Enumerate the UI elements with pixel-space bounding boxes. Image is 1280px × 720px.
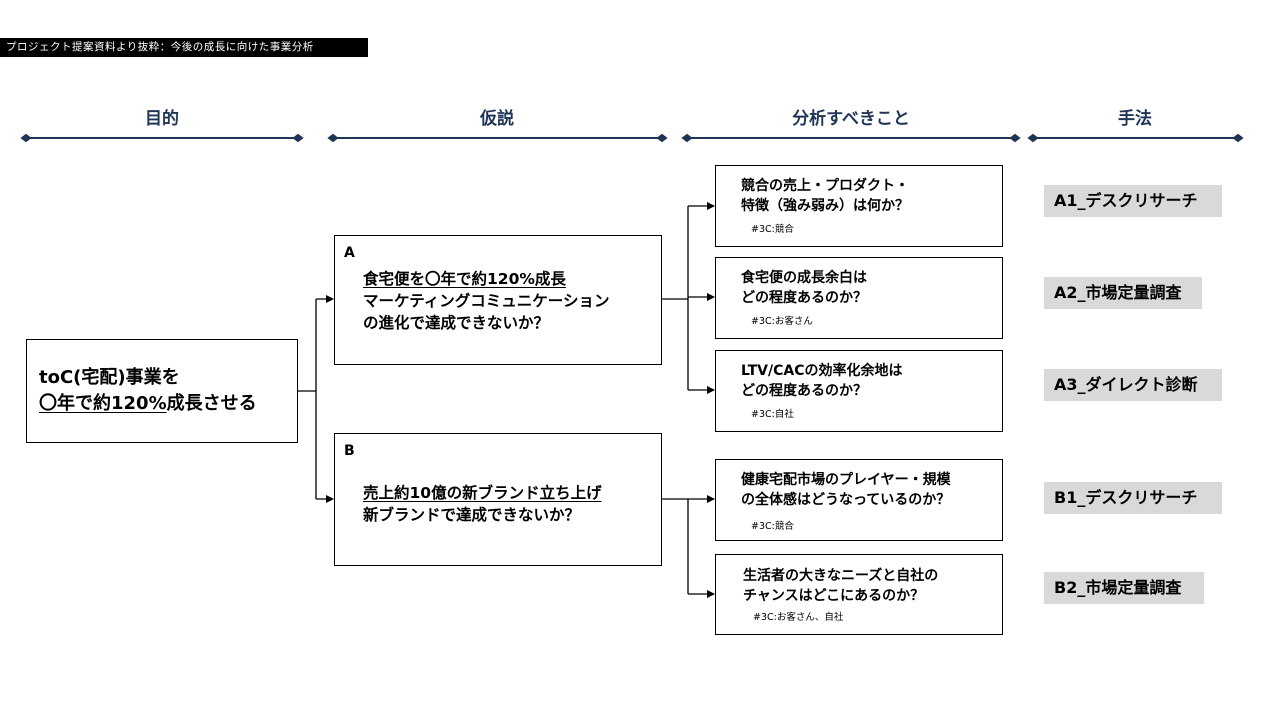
header-tag: プロジェクト提案資料より抜粋：今後の成長に向けた事業分析 (0, 38, 368, 57)
column-header-method: 手法 (1118, 109, 1152, 129)
question-box-3: LTV/CACの効率化余地はどの程度あるのか？ #3C:自社 (715, 350, 1003, 432)
question-4-tag: #3C:競合 (751, 521, 794, 532)
hypothesis-b-box: B 売上約10億の新ブランド立ち上げ 新ブランドで達成できないか？ (334, 433, 662, 566)
hypothesis-a-box: A 食宅便を〇年で約120%成長 マーケティングコミュニケーション の進化で達成… (334, 235, 662, 365)
question-2-tag: #3C:お客さん (751, 316, 813, 327)
rule-purpose-left-diamond (20, 133, 32, 143)
question-5-tag: #3C:お客さん、自社 (753, 612, 844, 623)
question-box-5: 生活者の大きなニーズと自社のチャンスはどこにあるのか？ #3C:お客さん、自社 (715, 554, 1003, 635)
hypothesis-a-letter: A (344, 245, 355, 261)
goal-line-2: 〇年で約120%成長させる (39, 391, 297, 417)
hypothesis-a-line-2: マーケティングコミュニケーション (363, 292, 610, 310)
question-3-tag: #3C:自社 (751, 409, 794, 420)
rule-purpose-right-diamond (292, 133, 304, 143)
question-1-line-2: 特徴（強み弱み）は何か？ (741, 198, 909, 214)
rule-hypothesis-left-diamond (327, 133, 339, 143)
hypothesis-b-line-2: 新ブランドで達成できないか？ (363, 506, 581, 524)
question-5-line-1: 生活者の大きなニーズと自社の (743, 568, 939, 584)
question-box-1: 競合の売上・プロダクト・特徴（強み弱み）は何か？ #3C:競合 (715, 165, 1003, 247)
method-b2: B2_市場定量調査 (1044, 572, 1204, 604)
goal-line-2-rest: 成長させる (166, 393, 257, 414)
question-4-line-2: の全体感はどうなっているのか？ (741, 492, 951, 508)
column-header-purpose: 目的 (145, 109, 179, 129)
column-header-hypothesis: 仮説 (480, 109, 514, 129)
method-a3: A3_ダイレクト診断 (1044, 369, 1222, 401)
question-3-line-2: どの程度あるのか？ (741, 383, 867, 399)
question-1-tag: #3C:競合 (751, 224, 794, 235)
rule-method-right-diamond (1232, 133, 1244, 143)
hypothesis-a-body: 食宅便を〇年で約120%成長 マーケティングコミュニケーション の進化で達成でき… (363, 268, 609, 334)
rule-analysis-right-diamond (1009, 133, 1021, 143)
rule-method-left-diamond (1027, 133, 1039, 143)
question-4-line-1: 健康宅配市場のプレイヤー・規模 (741, 472, 951, 488)
goal-box: toC(宅配)事業を 〇年で約120%成長させる (26, 339, 298, 443)
goal-line-1: toC(宅配)事業を (39, 367, 180, 388)
rule-analysis-left-diamond (681, 133, 693, 143)
question-box-4: 健康宅配市場のプレイヤー・規模の全体感はどうなっているのか？ #3C:競合 (715, 459, 1003, 541)
rule-hypothesis-right-diamond (656, 133, 668, 143)
hypothesis-b-line-1: 売上約10億の新ブランド立ち上げ (363, 484, 602, 502)
question-box-2: 食宅便の成長余白はどの程度あるのか？ #3C:お客さん (715, 257, 1003, 339)
method-b1: B1_デスクリサーチ (1044, 482, 1222, 514)
question-1-line-1: 競合の売上・プロダクト・ (741, 178, 909, 194)
hypothesis-a-line-3: の進化で達成できないか？ (363, 314, 550, 332)
question-2-line-1: 食宅便の成長余白は (741, 270, 867, 286)
method-a2: A2_市場定量調査 (1044, 277, 1202, 309)
question-5-line-2: チャンスはどこにあるのか？ (743, 588, 925, 604)
hypothesis-b-letter: B (344, 443, 355, 459)
hypothesis-b-body: 売上約10億の新ブランド立ち上げ 新ブランドで達成できないか？ (363, 482, 602, 526)
goal-line-2-underlined: 〇年で約120% (39, 393, 167, 414)
question-2-line-2: どの程度あるのか？ (741, 290, 867, 306)
hypothesis-a-line-1: 食宅便を〇年で約120%成長 (363, 270, 566, 288)
method-a1: A1_デスクリサーチ (1044, 185, 1222, 217)
column-header-analysis: 分析すべきこと (792, 109, 910, 129)
question-3-line-1: LTV/CACの効率化余地は (741, 363, 903, 379)
